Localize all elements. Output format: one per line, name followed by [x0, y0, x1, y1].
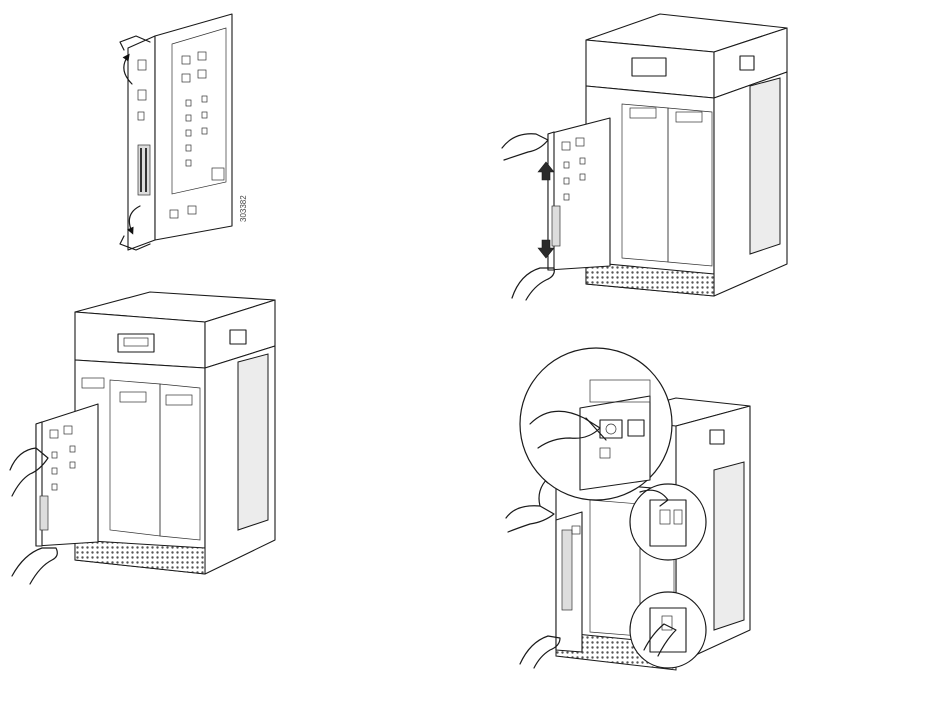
bottom-hand — [12, 548, 57, 584]
magnified-detail-bottom-latch — [630, 592, 706, 668]
inserted-card — [548, 118, 610, 270]
bottom-hand — [520, 636, 560, 668]
figure-card-insert-chassis-arrows — [502, 14, 787, 300]
figure-id-label: 303382 — [239, 195, 248, 222]
top-hand — [502, 134, 548, 160]
middle-hand — [506, 506, 554, 532]
magnified-detail-top-latch — [630, 484, 706, 560]
card-faceplate — [128, 36, 155, 250]
bottom-hand — [512, 268, 554, 300]
magnified-detail-large — [520, 348, 672, 500]
figure-card-ejector-levers: 303382 — [120, 14, 248, 250]
figure-card-seat-and-lock-detail — [506, 348, 750, 670]
figure-card-slide-into-chassis — [10, 292, 275, 584]
